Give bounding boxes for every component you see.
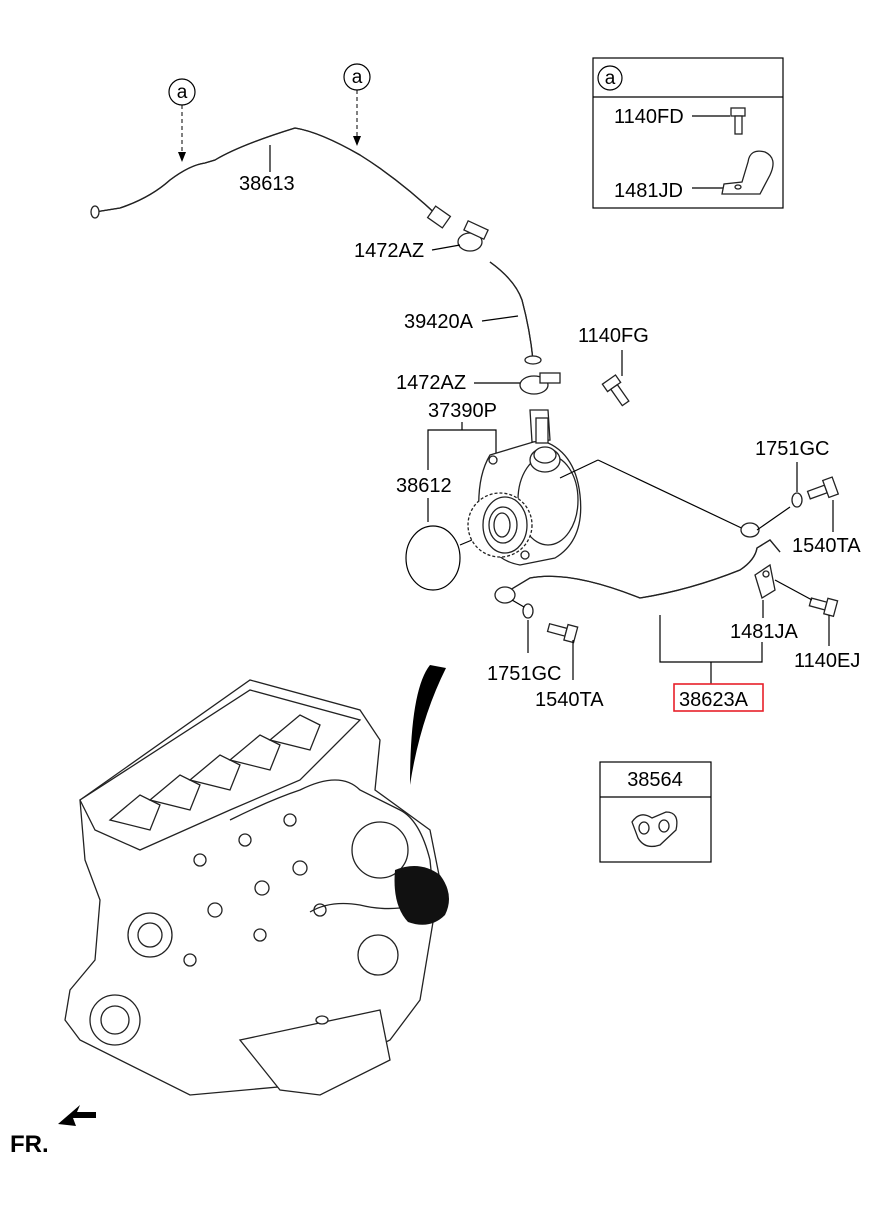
label-39420a: 39420A: [404, 311, 474, 333]
hose-39420a: [489, 261, 542, 365]
bolt-icon: [730, 107, 746, 135]
arrow-icon: [58, 1105, 96, 1126]
label-1751gc-left: 1751GC: [487, 663, 562, 685]
washer-right: [791, 492, 803, 508]
ref-a-right: a: [343, 63, 371, 146]
label-1140fd: 1140FD: [614, 106, 684, 128]
svg-text:a: a: [352, 67, 363, 88]
inset-a-tag: a: [605, 68, 616, 89]
label-1140ej: 1140EJ: [794, 650, 860, 672]
fr-label: FR.: [10, 1131, 49, 1158]
label-1751gc-right: 1751GC: [755, 438, 830, 460]
bracket-1481ja: [754, 563, 776, 599]
leader-arrow: [410, 665, 446, 785]
clamp-icon: [721, 150, 774, 195]
label-1472az-top: 1472AZ: [354, 240, 424, 262]
engine-block: [64, 679, 449, 1096]
pipe-38623a: [494, 522, 781, 604]
label-38613: 38613: [239, 173, 295, 195]
bolt-1540ta-left: [546, 622, 579, 644]
o-ring-38612: [405, 525, 461, 591]
hose-38613: [90, 127, 452, 229]
bolt-1540ta-right: [806, 476, 840, 500]
label-1481ja: 1481JA: [730, 621, 798, 643]
inset-a-box: a 1140FD 1481JD: [592, 57, 784, 209]
clamp-1472az-top: [457, 219, 489, 252]
label-38612: 38612: [396, 475, 452, 497]
label-1540ta-left: 1540TA: [535, 689, 604, 711]
ref-a-left: a: [168, 78, 196, 162]
box-38564: 38564: [599, 761, 712, 863]
label-1472az-mid: 1472AZ: [396, 372, 466, 394]
highlight-box-38623a: [673, 683, 764, 712]
clamp-1472az-mid: [519, 372, 561, 395]
front-direction-indicator: FR.: [10, 1105, 96, 1158]
label-37390p: 37390P: [428, 400, 497, 422]
label-38564: 38564: [627, 769, 683, 791]
bolt-1140fg: [601, 374, 630, 407]
label-1481jd: 1481JD: [614, 180, 683, 202]
clip-icon: [631, 811, 678, 848]
washer-left: [522, 603, 534, 619]
label-1540ta-right: 1540TA: [792, 535, 861, 557]
label-1140fg: 1140FG: [578, 325, 649, 347]
vacuum-pump: [467, 409, 582, 566]
label-38623a[interactable]: 38623A: [679, 689, 749, 711]
bolt-1140ej: [808, 597, 839, 618]
svg-text:a: a: [177, 82, 188, 103]
